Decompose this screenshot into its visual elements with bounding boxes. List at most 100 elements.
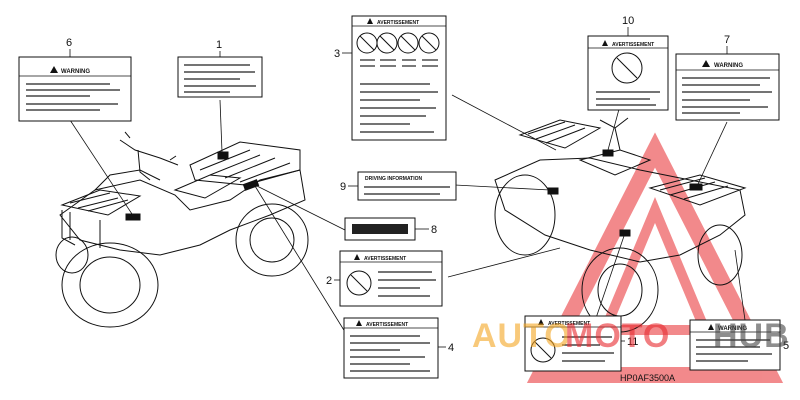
callout-2: 2 xyxy=(326,275,332,287)
atv-left-body xyxy=(59,169,306,256)
atv-left-left-wheel xyxy=(55,236,89,274)
label-2-title: AVERTISSEMENT xyxy=(364,256,406,262)
atv-left-rear-rack xyxy=(189,141,301,186)
watermark-text-hub: HUB xyxy=(713,317,790,355)
label-3-warning-triangle-icon xyxy=(367,18,373,24)
leader-8 xyxy=(254,184,346,231)
leader-7 xyxy=(697,121,728,185)
label-9-title: DRIVING INFORMATION xyxy=(365,176,423,182)
atv-right-label-patch-7 xyxy=(689,183,703,191)
label-8 xyxy=(344,217,416,241)
label-1-frame xyxy=(177,56,263,98)
callout-1: 1 xyxy=(216,39,222,51)
callout-3: 3 xyxy=(334,48,340,60)
atv-right-body xyxy=(494,157,746,263)
atv-left-rear-hub xyxy=(249,217,295,263)
callout-11: 11 xyxy=(627,336,638,348)
label-10-title: AVERTISSEMENT xyxy=(612,42,654,48)
label-4-title: AVERTISSEMENT xyxy=(366,322,408,328)
label-5-text-lines xyxy=(696,339,772,362)
atv-left-illustration xyxy=(55,131,309,328)
atv-left-label-patch-8 xyxy=(242,179,260,191)
atv-right-illustration xyxy=(494,117,747,333)
label-3-avertissement: AVERTISSEMENT xyxy=(351,15,447,141)
atv-right-label-patch-9 xyxy=(547,187,559,195)
callout-6: 6 xyxy=(66,37,72,49)
atv-left-bumper xyxy=(61,210,101,248)
atv-left-label-patch-6 xyxy=(125,213,141,221)
atv-left-grips xyxy=(124,131,177,161)
label-3-text-lines xyxy=(360,59,438,133)
label-8-fill xyxy=(352,224,408,234)
label-7-warning: WARNING xyxy=(675,53,780,121)
callout-10: 10 xyxy=(622,15,634,27)
atv-right-rear-rack-bars xyxy=(527,121,586,144)
label-3-title: AVERTISSEMENT xyxy=(377,20,419,26)
label-10-warning-triangle-icon xyxy=(602,40,608,46)
label-7-title: WARNING xyxy=(714,63,743,69)
atv-left-front-hub xyxy=(79,256,141,314)
leader-lines xyxy=(69,94,746,341)
label-10-text-lines xyxy=(596,91,660,106)
label-9-driving-info: DRIVING INFORMATION xyxy=(357,171,457,201)
label-2-avertissement: AVERTISSEMENT xyxy=(339,250,443,307)
label-6-frame xyxy=(18,56,132,122)
atv-left-front-fender xyxy=(94,169,161,191)
atv-right-left-wheel xyxy=(494,174,556,256)
label-11-warning-triangle-icon xyxy=(538,319,544,325)
watermark-text-auto: AUTO xyxy=(472,317,572,355)
label-9-text-lines xyxy=(364,186,450,195)
label-11-avertissement: AVERTISSEMENT xyxy=(524,315,622,372)
atv-left-rear-wheel xyxy=(235,203,309,277)
leader-1 xyxy=(219,99,223,153)
label-11-title: AVERTISSEMENT xyxy=(548,321,590,327)
watermark-triangle-inner xyxy=(597,197,713,335)
label-3-icon-row xyxy=(356,32,440,54)
leader-6 xyxy=(69,119,133,215)
atv-left-seat xyxy=(173,174,242,199)
label-6-warning-triangle-icon xyxy=(50,66,58,73)
leader-4 xyxy=(254,185,351,341)
label-4-avertissement: AVERTISSEMENT xyxy=(343,317,439,379)
atv-right-label-patch-11 xyxy=(619,229,631,237)
label-6-warning: WARNING xyxy=(18,56,132,122)
atv-left-front-rack xyxy=(60,189,142,216)
label-7-frame xyxy=(675,53,780,121)
atv-right-front-rack xyxy=(648,174,747,206)
label-5-title: WARNING xyxy=(718,326,747,332)
watermark-triangle xyxy=(526,132,784,383)
watermark-text: AUTO MOTO HUB xyxy=(472,317,790,355)
label-7-warning-triangle-icon xyxy=(702,60,710,67)
atv-right-rear-rack xyxy=(518,119,602,149)
label-5-warning: WARNING xyxy=(689,319,781,371)
callout-9: 9 xyxy=(340,181,346,193)
label-2-text-lines xyxy=(378,271,436,297)
diagram-code: HP0AF3500A xyxy=(620,373,675,383)
leader-5 xyxy=(734,249,746,321)
label-11-text-lines xyxy=(562,336,614,362)
label-5-warning-triangle-icon xyxy=(708,324,714,330)
label-4-text-lines xyxy=(350,335,430,372)
label-10: AVERTISSEMENT xyxy=(587,35,669,111)
atv-left-rear-rack-bars xyxy=(199,149,291,183)
atv-right-front-wheel xyxy=(697,224,743,286)
label-1 xyxy=(177,56,263,98)
callout-numbers: 6 1 3 9 8 2 4 10 7 11 5 xyxy=(66,15,789,354)
label-5-frame xyxy=(689,319,781,371)
atv-left-label-patch-1 xyxy=(217,151,229,160)
label-2-warning-triangle-icon xyxy=(354,254,360,260)
atv-left-handlebar xyxy=(119,139,179,181)
leader-2 xyxy=(447,247,561,278)
leader-9 xyxy=(454,184,551,191)
atv-left-front-wheel xyxy=(61,242,159,328)
leader-3 xyxy=(451,94,557,151)
label-7-text-lines xyxy=(682,77,772,114)
label-4-warning-triangle-icon xyxy=(356,320,362,326)
atv-right-handlebar xyxy=(599,117,629,151)
label-6-title: WARNING xyxy=(61,69,90,75)
callout-4: 4 xyxy=(448,342,454,354)
label-1-text-lines xyxy=(184,64,256,93)
label-6-text-lines xyxy=(26,83,120,111)
